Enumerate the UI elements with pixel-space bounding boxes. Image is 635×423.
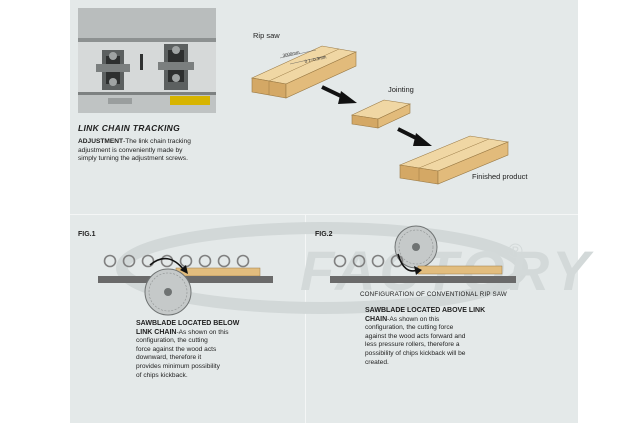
fig1-rotation-arrow (149, 257, 188, 274)
fig1-title-2: LINK CHAIN (136, 328, 177, 336)
watermark-registered: ® (508, 241, 523, 263)
adjustment-line-1: -The link chain tracking (123, 138, 191, 145)
figure-divider (305, 215, 306, 423)
fig2-label: FIG.2 (315, 231, 333, 238)
jointing-piece (350, 99, 412, 129)
fig2-text-3: against the wood acts forward and (365, 332, 466, 340)
fig2-text-4: less pressure rollers, therefore a (365, 341, 460, 349)
fig1-description: SAWBLADE LOCATED BELOW LINK CHAIN-As sho… (136, 320, 286, 380)
jointing-label: Jointing (388, 85, 414, 94)
fig2-text-2: configuration, the cutting force (365, 324, 454, 332)
fig1-text-3: force against the wood acts (136, 345, 217, 353)
fig2-title-2: CHAIN (365, 315, 388, 323)
fig2-caption: CONFIGURATION OF CONVENTIONAL RIP SAW (360, 291, 507, 298)
fig1-title-1: SAWBLADE LOCATED BELOW (136, 320, 240, 327)
finished-product-board (398, 135, 510, 185)
fig2-text-1: -As shown on this (387, 315, 440, 323)
fig1-chain-rollers (103, 254, 250, 268)
fig2-wood (417, 265, 503, 275)
fig1-text-6: of chips kickback. (136, 371, 188, 379)
adjustment-line-2: adjustment is conveniently made by (78, 146, 183, 154)
fig2-text-6: created. (365, 358, 389, 366)
link-chain-photo (78, 8, 216, 113)
fig1-text-5: provides minimum possibility (136, 362, 220, 370)
fig2-text-5: possibility of chips kickback will be (365, 349, 466, 357)
adjustment-description: ADJUSTMENT-The link chain tracking adjus… (78, 138, 248, 164)
section-divider (70, 214, 578, 215)
fig1-text-4: downward, therefore it (136, 354, 202, 362)
board-dimension-length: 3000mm (282, 49, 300, 58)
fig2-title-1: SAWBLADE LOCATED ABOVE LINK (365, 307, 486, 314)
fig2-rotation-arrow (397, 253, 422, 275)
fig2-table-bar (330, 276, 516, 283)
process-arrow-1 (321, 85, 357, 104)
fig2-chain-rollers (333, 254, 404, 268)
adjustment-line-3: simply turning the adjustment screws. (78, 155, 188, 163)
link-chain-title: LINK CHAIN TRACKING (78, 123, 181, 133)
fig2-description: SAWBLADE LOCATED ABOVE LINK CHAIN-As sho… (365, 307, 545, 367)
fig1-text-1: -As shown on this (176, 328, 229, 336)
fig1-sawblade (144, 268, 192, 316)
board-dimension-thickness: 0.1~0.3mm (304, 54, 327, 64)
process-arrow-2 (397, 127, 432, 146)
adjustment-bold: ADJUSTMENT (78, 138, 124, 145)
finished-product-label: Finished product (472, 172, 528, 181)
fig1-text-2: configuration, the cutting (136, 337, 208, 345)
rip-saw-label: Rip saw (253, 31, 280, 40)
rip-saw-board (250, 45, 358, 99)
fig1-label: FIG.1 (78, 231, 96, 238)
